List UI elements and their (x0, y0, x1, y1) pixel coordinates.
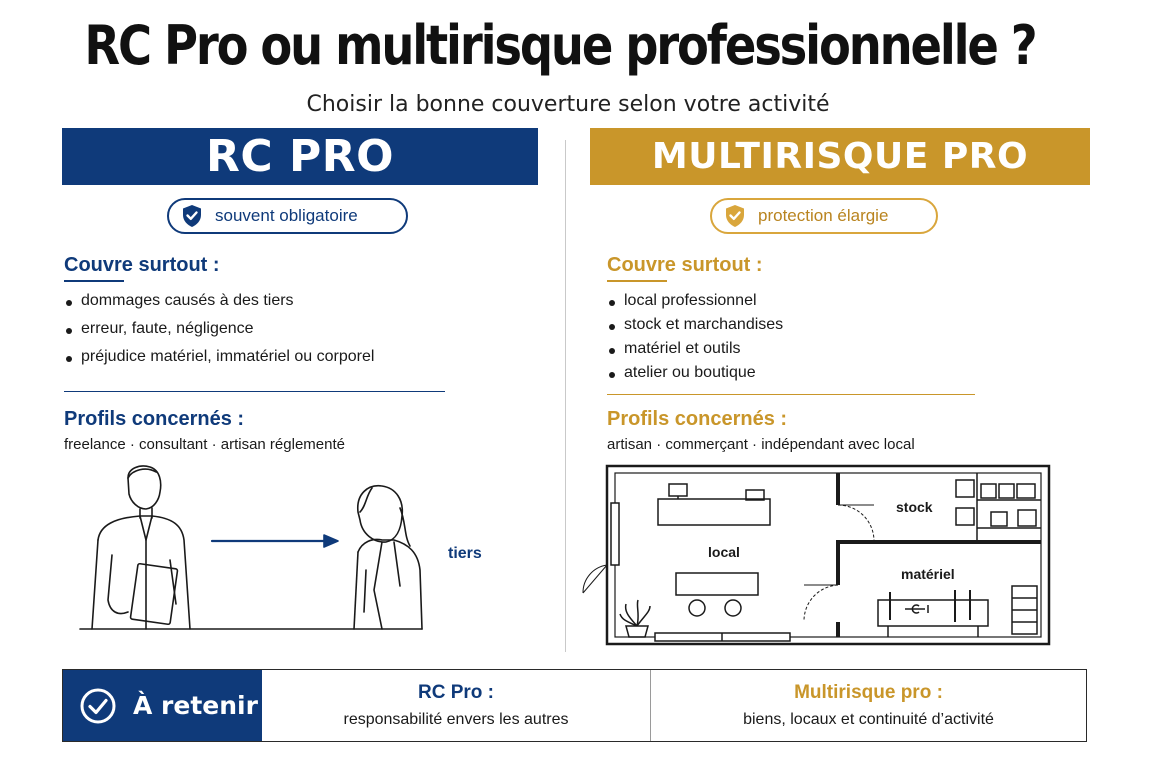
summary-rc-text: responsabilité envers les autres (343, 711, 569, 728)
rc-divider (64, 391, 445, 392)
rc-covers-list: dommages causés à des tiers erreur, faut… (64, 292, 374, 376)
list-item: matériel et outils (607, 340, 783, 364)
rc-profiles-heading: Profils concernés : (64, 408, 245, 430)
mr-covers-list: local professionnel stock et marchandise… (607, 292, 783, 388)
third-party-figure-icon (353, 485, 423, 630)
rc-covers-heading: Couvre surtout : (64, 254, 220, 276)
list-item: local professionnel (607, 292, 783, 316)
rc-heading-underline (64, 280, 124, 282)
page-subtitle: Choisir la bonne couverture selon votre … (306, 92, 830, 117)
rc-pro-badge-label: souvent obligatoire (215, 206, 358, 225)
mr-covers-heading: Couvre surtout : (607, 254, 763, 276)
floorplan-label-stock: stock (896, 499, 933, 515)
list-item: erreur, faute, négligence (64, 320, 374, 348)
summary-bar: À retenir RC Pro : responsabilité envers… (62, 669, 1087, 742)
mr-profiles-heading: Profils concernés : (607, 408, 788, 430)
multirisque-badge: protection élargie (710, 198, 938, 234)
rc-pro-banner: RC PRO (62, 128, 538, 185)
floorplan-label-local: local (708, 544, 740, 560)
list-item: préjudice matériel, immatériel ou corpor… (64, 348, 374, 376)
list-item: dommages causés à des tiers (64, 292, 374, 320)
summary-rc-title: RC Pro : (418, 682, 494, 703)
floorplan-label-materiel: matériel (901, 566, 955, 582)
mr-divider (607, 394, 975, 395)
retenir-block: À retenir (63, 670, 262, 741)
list-item: atelier ou boutique (607, 364, 783, 388)
shield-check-icon (726, 205, 744, 227)
shield-check-icon (183, 205, 201, 227)
rc-profiles-text: freelance · consultant · artisan régleme… (64, 436, 345, 453)
summary-mr-text: biens, locaux et continuité d’activité (743, 711, 994, 728)
column-divider (565, 140, 566, 652)
retenir-label: À retenir (133, 691, 258, 720)
professional-figure-icon (91, 465, 191, 630)
mr-heading-underline (607, 280, 667, 282)
list-item: stock et marchandises (607, 316, 783, 340)
tiers-label: tiers (448, 545, 482, 562)
summary-rc-cell: RC Pro : responsabilité envers les autre… (262, 670, 651, 741)
rc-pro-badge: souvent obligatoire (167, 198, 408, 234)
summary-mr-title: Multirisque pro : (794, 682, 943, 703)
check-circle-icon (80, 688, 116, 723)
mr-profiles-text: artisan · commerçant · indépendant avec … (607, 436, 915, 453)
summary-mr-cell: Multirisque pro : biens, locaux et conti… (651, 670, 1086, 741)
page-title: RC Pro ou multirisque professionnelle ? (84, 14, 1037, 77)
multirisque-badge-label: protection élargie (758, 206, 889, 225)
multirisque-pro-banner: MULTIRISQUE PRO (590, 128, 1090, 185)
